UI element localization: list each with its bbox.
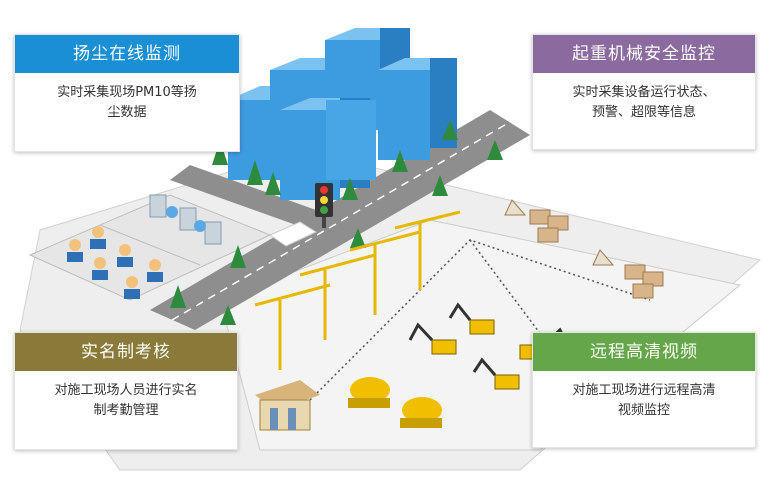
card-crane-body: 实时采集设备运行状态、 预警、超限等信息: [533, 73, 755, 133]
road-marking: [171, 121, 511, 321]
site-gate-icon: [255, 380, 320, 431]
card-crane-title: 起重机械安全监控: [533, 35, 755, 73]
card-video-line-1: 对施工现场进行远程高清: [572, 383, 716, 398]
worker-icons: [67, 226, 163, 299]
card-realname-attendance: 实名制考核 对施工现场人员进行实名 制考勤管理: [14, 332, 238, 450]
card-dust-line-2: 尘数据: [107, 105, 147, 120]
office-wall: [99, 224, 201, 266]
card-video-body: 对施工现场进行远程高清 视频监控: [533, 371, 755, 431]
material-stack-icons: [504, 199, 664, 299]
server-icons: [149, 194, 222, 245]
main-road: [150, 110, 530, 330]
card-realname-body: 对施工现场人员进行实名 制考勤管理: [15, 371, 237, 431]
card-realname-title: 实名制考核: [15, 333, 237, 371]
tree-icons: [170, 120, 503, 325]
card-crane-line-2: 预警、超限等信息: [591, 105, 696, 120]
card-video-line-2: 视频监控: [617, 403, 670, 418]
mixer-truck-icons: [348, 377, 442, 428]
card-realname-line-1: 对施工现场人员进行实名: [54, 383, 198, 398]
crosswalk: [268, 221, 318, 247]
office-compound: [28, 194, 272, 301]
side-road: [170, 165, 330, 230]
card-video-monitoring: 远程高清视频 对施工现场进行远程高清 视频监控: [532, 332, 756, 448]
card-dust-title: 扬尘在线监测: [15, 35, 239, 73]
card-dust-line-1: 实时采集现场PM10等扬: [57, 85, 197, 100]
tower-crane-icons: [254, 210, 461, 370]
card-dust-monitoring: 扬尘在线监测 实时采集现场PM10等扬 尘数据: [14, 34, 240, 152]
card-crane-safety: 起重机械安全监控 实时采集设备运行状态、 预警、超限等信息: [532, 34, 756, 150]
card-dust-body: 实时采集现场PM10等扬 尘数据: [15, 73, 239, 133]
card-crane-line-1: 实时采集设备运行状态、: [572, 85, 716, 100]
card-video-title: 远程高清视频: [533, 333, 755, 371]
card-realname-line-2: 制考勤管理: [93, 403, 159, 418]
traffic-light-icon: [315, 183, 333, 228]
